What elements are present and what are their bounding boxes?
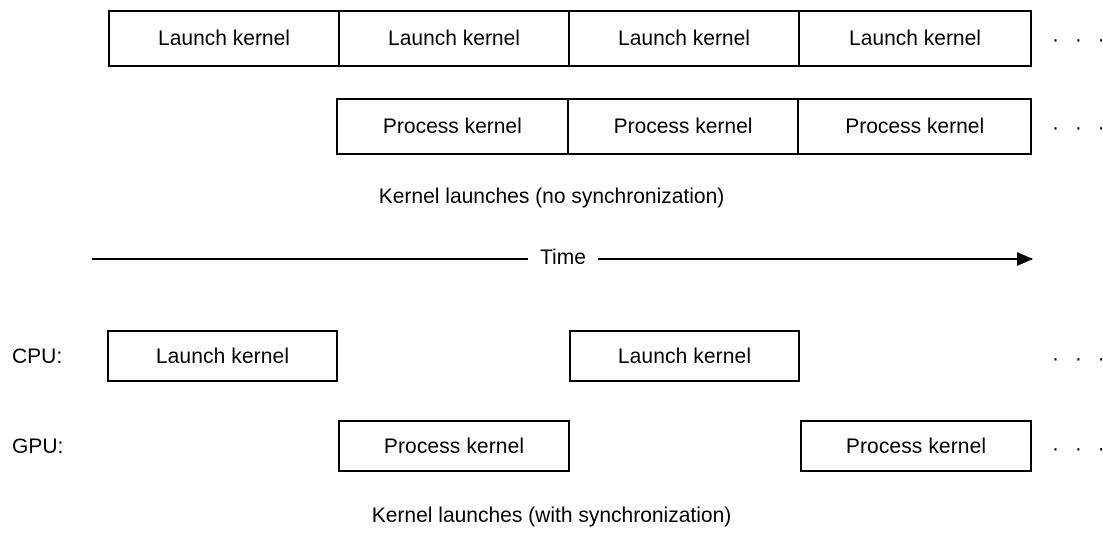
no-sync-process-cell: Process kernel (845, 115, 985, 138)
no-sync-launch-cell: Launch kernel (849, 27, 981, 50)
sync-caption: Kernel launches (with synchronization) (371, 504, 732, 527)
sync-cpu-launch-box: Launch kernel (107, 330, 338, 382)
no-sync-cpu-strip: Launch kernel Launch kernel Launch kerne… (108, 10, 1032, 67)
sync-gpu-continuation-ellipsis: · · · (1052, 437, 1103, 460)
sync-gpu-process-box: Process kernel (800, 420, 1032, 472)
sync-gpu-process-box: Process kernel (338, 420, 570, 472)
sync-cpu-continuation-ellipsis: · · · (1052, 347, 1103, 370)
no-sync-gpu-strip: Process kernel Process kernel Process ke… (336, 98, 1032, 155)
no-sync-caption: Kernel launches (no synchronization) (378, 185, 725, 208)
no-sync-process-cell: Process kernel (338, 100, 569, 153)
no-sync-launch-cell: Launch kernel (110, 12, 340, 65)
time-axis-arrowhead (1017, 252, 1033, 266)
gpu-row-label: GPU: (12, 435, 64, 458)
no-sync-process-cell: Process kernel (569, 100, 800, 153)
sync-cpu-launch-box: Launch kernel (569, 330, 800, 382)
no-sync-launch-cell: Launch kernel (340, 12, 570, 65)
no-sync-gpu-continuation-ellipsis: · · · (1052, 116, 1103, 139)
no-sync-launch-cell: Launch kernel (570, 12, 800, 65)
cpu-row-label: CPU: (12, 345, 63, 368)
time-axis-label: Time (528, 247, 598, 268)
no-sync-cpu-continuation-ellipsis: · · · (1052, 28, 1103, 51)
